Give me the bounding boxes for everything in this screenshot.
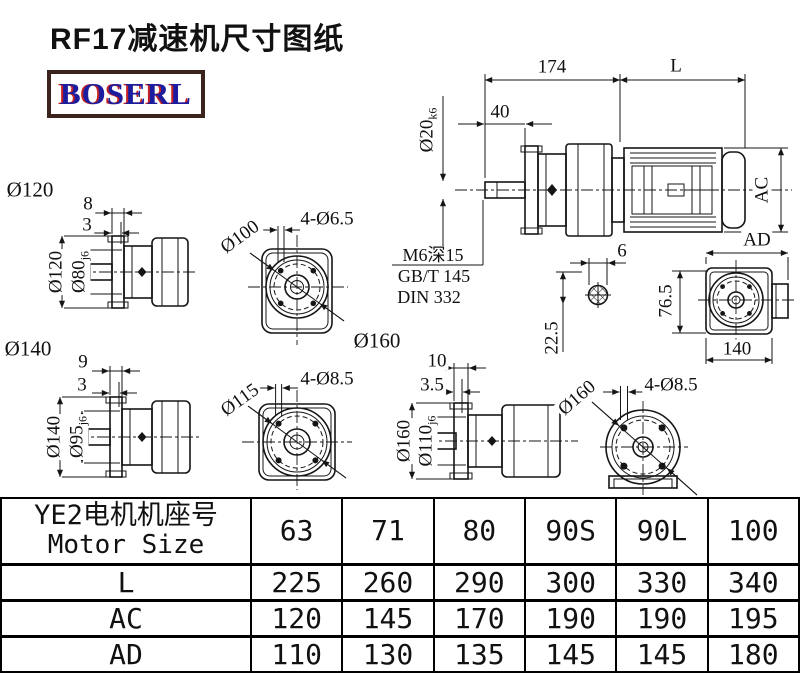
dim-key-depth-label: 22.5 bbox=[541, 319, 563, 357]
value-AC-90s: 190 bbox=[523, 598, 618, 637]
dim-motor-diameter-label: AC bbox=[751, 174, 773, 206]
reducer-side-view-160 bbox=[435, 402, 561, 480]
motor-size-header-en: Motor Size bbox=[47, 530, 205, 561]
value-L-100: 340 bbox=[706, 562, 800, 601]
value-AD-63: 110 bbox=[249, 634, 344, 673]
dim-shaft-length-label: 40 bbox=[488, 101, 512, 123]
dim-rear-width-label: 140 bbox=[720, 338, 754, 360]
row-label-AC: AC bbox=[0, 598, 252, 637]
motor-size-90l: 90L bbox=[615, 497, 709, 565]
dim-key-width-label: 6 bbox=[615, 240, 629, 262]
dim-160-b-label: 3.5 bbox=[418, 374, 446, 396]
table-row-L: L 225 260 290 300 330 340 bbox=[0, 562, 800, 601]
motor-size-80: 80 bbox=[432, 497, 526, 565]
dim-120-b-label: 3 bbox=[80, 214, 94, 236]
dim-120-od-label: Ø120 bbox=[45, 248, 67, 296]
motor-size-63: 63 bbox=[249, 497, 344, 565]
dim-140-b-label: 3 bbox=[75, 374, 89, 396]
value-AC-100: 195 bbox=[706, 598, 800, 637]
value-AC-71: 145 bbox=[341, 598, 435, 637]
dim-shaft-diameter-label: Ø20k6 bbox=[416, 105, 440, 155]
section-label-140: Ø140 bbox=[4, 336, 52, 361]
motor-rear-view bbox=[672, 260, 796, 364]
row-label-L: L bbox=[0, 562, 252, 601]
shaft-diameter-tolerance: k6 bbox=[425, 107, 440, 120]
flange-front-view-115 bbox=[242, 384, 352, 490]
spigot-140-value: Ø95 bbox=[66, 425, 88, 459]
thread-note-line2: GB/T 145 bbox=[397, 266, 471, 286]
value-AC-80: 170 bbox=[432, 598, 526, 637]
value-L-90s: 300 bbox=[523, 562, 618, 601]
brand-logo-text: BOSERL bbox=[60, 76, 192, 111]
spigot-160-tolerance: j6 bbox=[424, 415, 439, 425]
dim-160-spigot-label: Ø110j6 bbox=[415, 413, 439, 469]
value-AD-100: 180 bbox=[706, 634, 800, 673]
value-L-90l: 330 bbox=[615, 562, 709, 601]
dim-total-length-label: 174 bbox=[535, 56, 569, 78]
dim-160-od-label: Ø160 bbox=[393, 417, 415, 465]
dim-bolt-holes-160-label: 4-Ø8.5 bbox=[642, 374, 700, 396]
table-header-cell: YE2电机机座号 Motor Size bbox=[0, 497, 252, 565]
shaft-diameter-value: Ø20 bbox=[416, 119, 438, 153]
table-row-AC: AC 120 145 170 190 190 195 bbox=[0, 598, 800, 637]
page-title: RF17减速机尺寸图纸 bbox=[50, 23, 345, 56]
dim-140-spigot-label: Ø95j6 bbox=[66, 413, 90, 461]
table-row-AD: AD 110 130 135 145 145 180 bbox=[0, 634, 800, 673]
dim-rear-height-label: 76.5 bbox=[655, 282, 677, 320]
dim-bolt-holes-100-label: 4-Ø6.5 bbox=[298, 208, 356, 230]
thread-note-line3: DIN 332 bbox=[397, 287, 461, 307]
gearmotor-side-view bbox=[484, 143, 746, 237]
row-label-AD: AD bbox=[0, 634, 252, 673]
dim-120-spigot-label: Ø80j6 bbox=[68, 248, 92, 296]
value-AC-63: 120 bbox=[249, 598, 344, 637]
reducer-side-view-120 bbox=[89, 235, 189, 309]
reducer-side-view-140 bbox=[87, 396, 191, 478]
section-label-160: Ø160 bbox=[353, 328, 401, 353]
spigot-140-tolerance: j6 bbox=[75, 415, 90, 426]
value-AC-90l: 190 bbox=[615, 598, 709, 637]
dim-bolt-holes-115-label: 4-Ø8.5 bbox=[298, 368, 356, 390]
thread-note-line1: M6深15 bbox=[402, 245, 464, 265]
value-AD-80: 135 bbox=[432, 634, 526, 673]
motor-size-90s: 90S bbox=[523, 497, 618, 565]
dim-terminal-box-label: AD bbox=[741, 229, 773, 251]
motor-size-header-cn: YE2电机机座号 bbox=[34, 500, 218, 532]
value-L-80: 290 bbox=[432, 562, 526, 601]
value-L-63: 225 bbox=[249, 562, 344, 601]
dim-120-a-label: 8 bbox=[81, 193, 95, 215]
value-AD-71: 130 bbox=[341, 634, 435, 673]
motor-dimension-table: YE2电机机座号 Motor Size 63 71 80 90S 90L 100… bbox=[0, 497, 800, 673]
spigot-120-tolerance: j6 bbox=[77, 250, 92, 261]
key-section-detail bbox=[556, 258, 626, 352]
spigot-120-value: Ø80 bbox=[68, 260, 90, 294]
table-header-row: YE2电机机座号 Motor Size 63 71 80 90S 90L 100 bbox=[0, 497, 800, 565]
main-view-dimensions bbox=[439, 74, 789, 280]
spigot-160-value: Ø110 bbox=[415, 424, 437, 467]
motor-size-100: 100 bbox=[706, 497, 800, 565]
brand-logo-box: BOSERL bbox=[47, 70, 205, 118]
value-AD-90s: 145 bbox=[523, 634, 618, 673]
flange-front-view-100 bbox=[248, 226, 348, 345]
value-L-71: 260 bbox=[341, 562, 435, 601]
view-140-dimensions bbox=[56, 366, 140, 478]
motor-size-71: 71 bbox=[341, 497, 435, 565]
technical-drawing-area: 174 L 40 Ø20k6 AC AD M6深15 GB/T 145 DIN … bbox=[4, 55, 796, 496]
dim-140-od-label: Ø140 bbox=[43, 413, 65, 461]
flange-front-view-160 bbox=[591, 386, 698, 496]
dim-140-a-label: 9 bbox=[76, 351, 90, 373]
section-label-120: Ø120 bbox=[6, 177, 54, 202]
dim-160-a-label: 10 bbox=[425, 350, 449, 372]
value-AD-90l: 145 bbox=[615, 634, 709, 673]
dim-motor-length-label: L bbox=[668, 55, 684, 77]
